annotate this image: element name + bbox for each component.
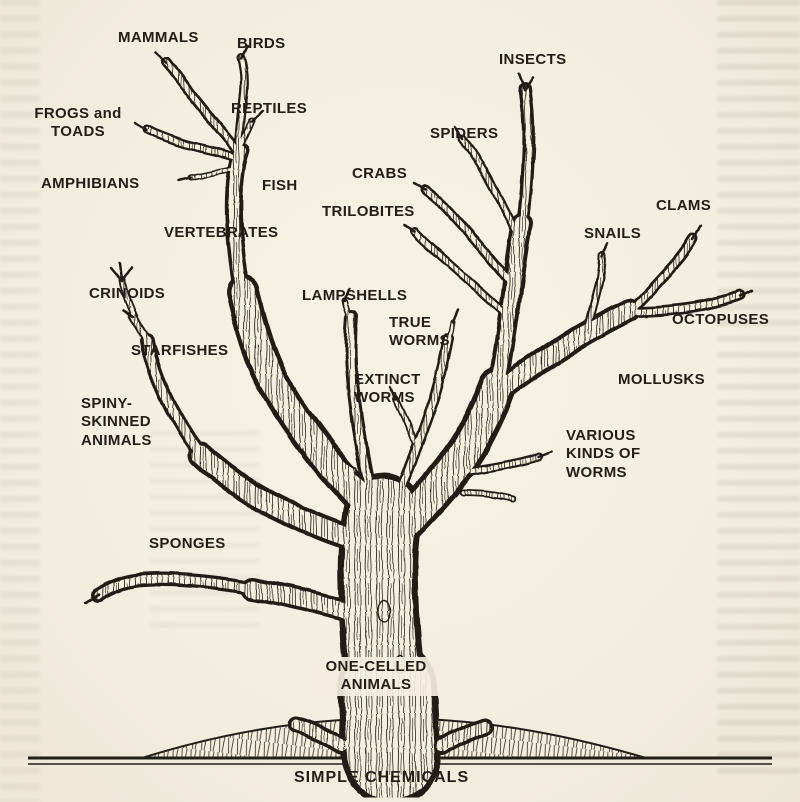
- label-octopuses: OCTOPUSES: [672, 311, 770, 328]
- label-trilobites: TRILOBITES: [322, 203, 415, 220]
- twig-details: [84, 45, 753, 604]
- label-birds: BIRDS: [237, 35, 286, 52]
- label-vertebrates: VERTEBRATES: [164, 224, 279, 241]
- branch-sponges-outer: [98, 579, 254, 595]
- branch-spiders: [462, 139, 516, 231]
- label-reptiles: REPTILES: [231, 100, 308, 117]
- label-snails: SNAILS: [584, 225, 642, 242]
- label-clams: CLAMS: [656, 197, 712, 214]
- label-starfishes: STARFISHES: [131, 342, 229, 359]
- label-sponges: SPONGES: [149, 535, 226, 552]
- label-mollusks: MOLLUSKS: [618, 371, 705, 388]
- label-crabs: CRABS: [352, 165, 408, 182]
- label-true-worms: TRUE WORMS: [389, 314, 450, 350]
- label-mammals: MAMMALS: [118, 29, 199, 46]
- label-amphibians: AMPHIBIANS: [41, 175, 140, 192]
- tree: [84, 45, 753, 755]
- label-various-worms: VARIOUS KINDS OF WORMS: [566, 427, 641, 481]
- branch-clams: [629, 238, 693, 312]
- label-lampshells: LAMPSHELLS: [302, 287, 408, 304]
- label-one-celled-animals: ONE-CELLED ANIMALS: [308, 657, 444, 696]
- label-insects: INSECTS: [499, 51, 567, 68]
- label-simple-chemicals: SIMPLE CHEMICALS: [294, 769, 470, 786]
- branch-trilobites: [415, 231, 503, 311]
- label-crinoids: CRINOIDS: [89, 285, 166, 302]
- label-fish: FISH: [262, 177, 298, 194]
- label-extinct-worms: EXTINCT WORMS: [354, 371, 421, 407]
- label-frogs-toads: FROGS and TOADS: [34, 105, 122, 141]
- label-spiders: SPIDERS: [430, 125, 499, 142]
- label-spiny-skinned: SPINY- SKINNED ANIMALS: [81, 395, 152, 449]
